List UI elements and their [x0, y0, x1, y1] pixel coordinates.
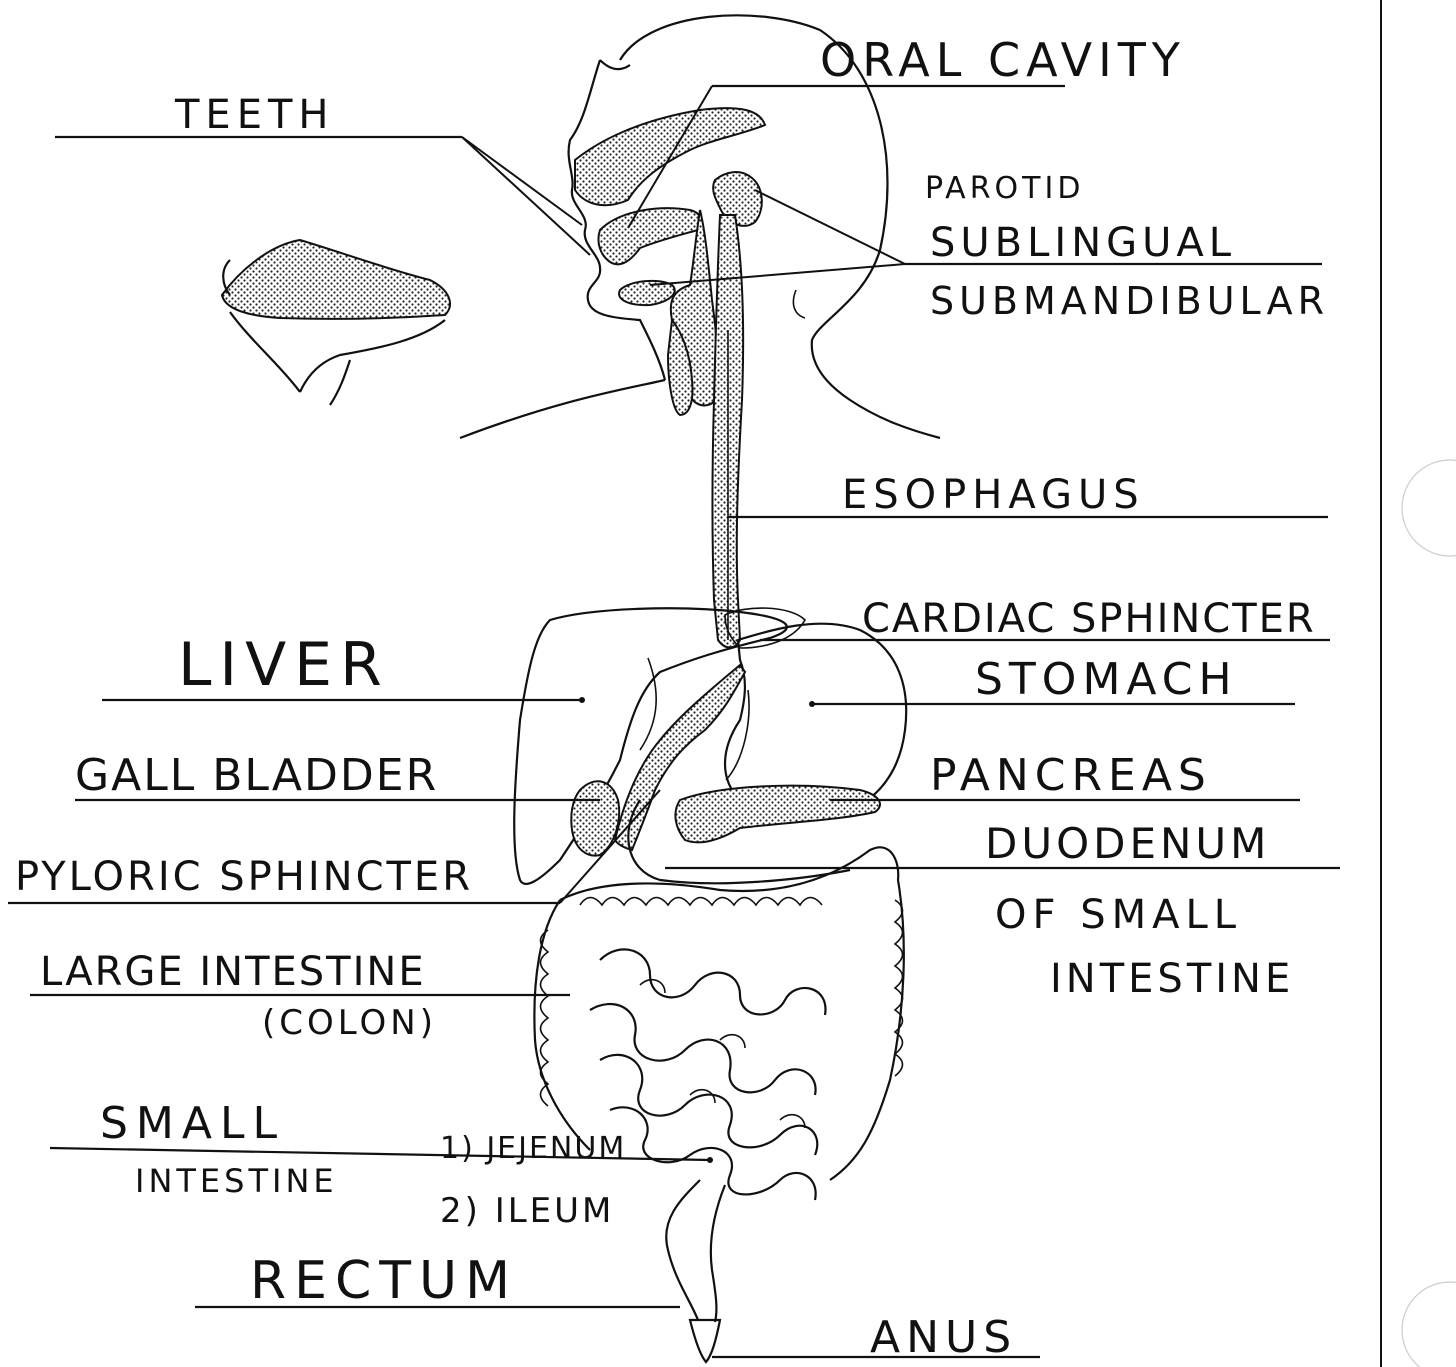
- stomach-inner-curve: [726, 690, 749, 780]
- pancreas-shape: [675, 786, 880, 843]
- rectum-shape: [666, 1180, 700, 1320]
- label-jejunum: 1) JEJENUM: [440, 1131, 626, 1166]
- label-colon: (COLON): [262, 1003, 437, 1043]
- label-duodenum-line2: OF SMALL: [995, 892, 1242, 938]
- label-small-intestine-line1: SMALL: [100, 1098, 285, 1149]
- label-duodenum-line3: INTESTINE: [1050, 956, 1294, 1002]
- label-cardiac-sphincter: CARDIAC SPHINCTER: [862, 596, 1316, 642]
- label-oral-cavity: ORAL CAVITY: [820, 33, 1186, 87]
- hand-with-pizza: [222, 240, 450, 405]
- small-intestine-leader-dot: [707, 1157, 713, 1163]
- label-pyloric-sphincter: PYLORIC SPHINCTER: [15, 854, 473, 900]
- ascending-colon: [534, 900, 590, 1150]
- anus-shape: [690, 1320, 720, 1362]
- colon-haustra-left: [541, 930, 549, 1106]
- rectum-shape-right: [711, 1185, 725, 1322]
- parotid-leader: [755, 190, 905, 264]
- label-teeth: TEETH: [174, 92, 335, 138]
- binder-hole-bottom: [1402, 1282, 1456, 1367]
- colon-haustra-top: [580, 898, 822, 906]
- label-large-intestine: LARGE INTESTINE: [40, 949, 426, 995]
- stomach-leader-dot: [809, 701, 815, 707]
- sublingual-leader: [650, 264, 905, 285]
- label-liver: LIVER: [178, 630, 390, 700]
- liver-outline: [514, 608, 787, 884]
- descending-colon: [830, 880, 904, 1180]
- teeth-leader-1: [462, 137, 582, 225]
- label-duodenum-line1: DUODENUM: [985, 819, 1270, 868]
- liver-lobe-line: [640, 658, 656, 750]
- binder-hole-top: [1402, 460, 1456, 556]
- transverse-colon: [560, 847, 898, 900]
- label-rectum: RECTUM: [250, 1251, 518, 1311]
- label-submandibular: SUBMANDIBULAR: [930, 279, 1329, 323]
- tongue: [598, 208, 701, 264]
- label-ileum: 2) ILEUM: [440, 1191, 614, 1231]
- label-stomach: STOMACH: [975, 654, 1238, 705]
- label-sublingual: SUBLINGUAL: [930, 220, 1236, 266]
- label-small-intestine-line2: INTESTINE: [135, 1162, 338, 1200]
- label-pancreas: PANCREAS: [930, 750, 1212, 801]
- label-parotid: PAROTID: [925, 171, 1084, 206]
- liver-leader-dot: [579, 697, 585, 703]
- label-anus: ANUS: [870, 1312, 1017, 1363]
- teeth-leader-2: [462, 137, 590, 255]
- label-esophagus: ESOPHAGUS: [842, 472, 1145, 518]
- label-gall-bladder: GALL BLADDER: [75, 750, 438, 801]
